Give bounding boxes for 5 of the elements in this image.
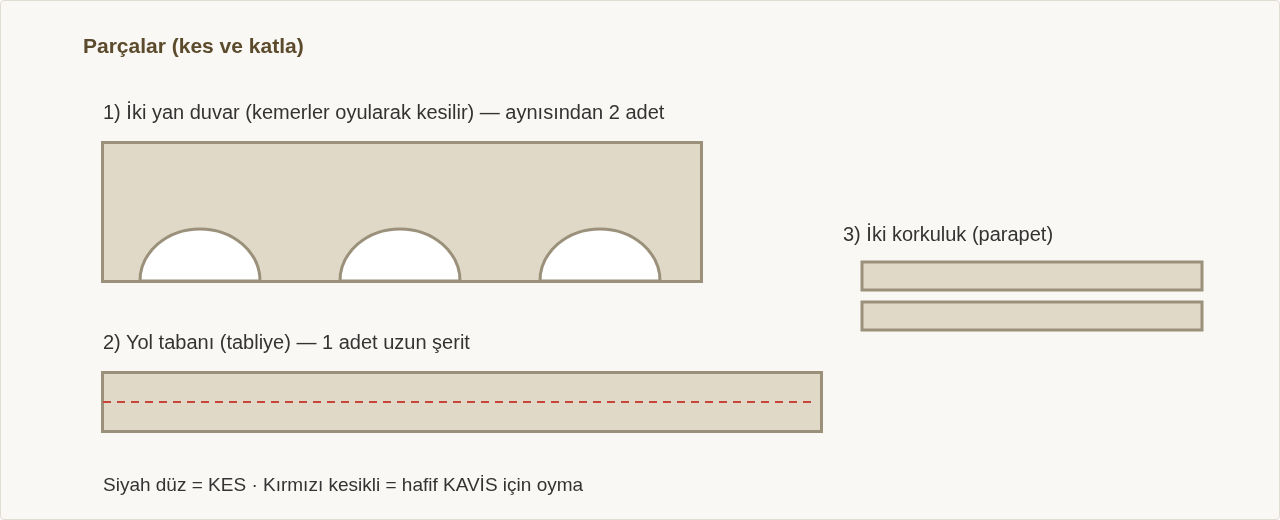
legend-note: Siyah düz = KES · Kırmızı kesikli = hafif KAVİS için oyma	[103, 474, 584, 496]
title: Parçalar (kes ve katla)	[83, 34, 304, 58]
piece-heading: 1) İki yan duvar (kemerler oyularak kesilir) — aynısından 2 adet	[103, 101, 665, 124]
part-heading: 3) İki korkuluk (parapet)	[843, 223, 1054, 246]
piece-heading: 2) Yol tabanı (tabliye) — 1 adet uzun şerit	[103, 331, 470, 354]
